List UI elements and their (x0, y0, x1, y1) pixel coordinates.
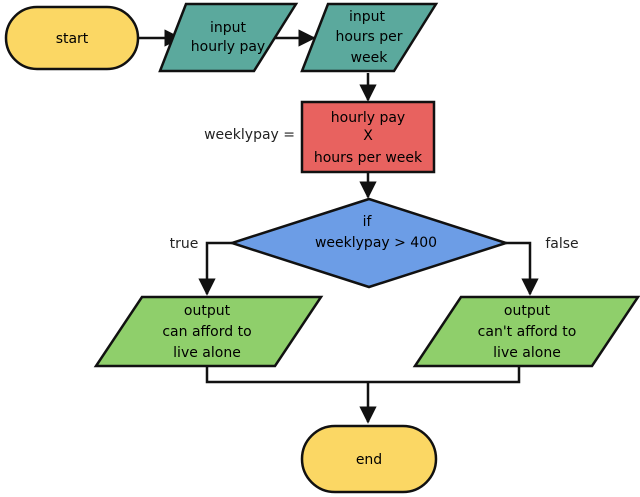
process-line-2: X (363, 128, 373, 144)
output-false-line-1: output (504, 303, 551, 319)
input-hourly-pay-shape (158, 2, 299, 73)
end-node: end (300, 424, 438, 494)
process-node: weeklypay = hourly pay X hours per week (204, 100, 436, 174)
input-hours-node: input hours per week (300, 2, 439, 73)
input-hours-line-1: input (349, 9, 386, 25)
output-true-shape (93, 295, 324, 368)
process-assign-label: weeklypay = (204, 127, 295, 143)
output-false-line-3: live alone (493, 345, 561, 361)
decision-node: if weeklypay > 400 (227, 197, 511, 289)
edge-decision-true (198, 241, 232, 296)
start-node: start (4, 5, 140, 71)
output-false-line-2: can't afford to (478, 324, 577, 340)
start-label: start (56, 31, 89, 47)
input-hours-line-3: week (351, 50, 389, 66)
process-line-3: hours per week (314, 150, 423, 166)
decision-line-1: if (363, 214, 373, 230)
process-shape (300, 100, 436, 174)
input-hourly-pay-line-2: hourly pay (191, 39, 265, 55)
input-hours-shape (300, 2, 439, 73)
process-line-1: hourly pay (331, 110, 405, 126)
output-true-node: output can afford to live alone (93, 295, 324, 368)
output-true-line-1: output (184, 303, 231, 319)
output-false-shape (412, 295, 640, 368)
input-hours-line-2: hours per (335, 29, 402, 45)
output-true-line-2: can afford to (162, 324, 251, 340)
edge-output-true-merge (205, 366, 368, 384)
output-true-line-3: live alone (173, 345, 241, 361)
output-false-node: output can't afford to live alone (412, 295, 640, 368)
input-hourly-pay-line-1: input (210, 20, 247, 36)
false-branch-label: false (545, 236, 578, 252)
start-terminal-shape (4, 5, 140, 71)
true-branch-label: true (170, 236, 199, 252)
edge-output-false-merge (368, 366, 521, 384)
end-label: end (356, 452, 382, 468)
decision-line-2: weeklypay > 400 (315, 235, 437, 251)
connectors (138, 29, 539, 424)
decision-shape (227, 197, 511, 289)
input-hourly-pay-node: input hourly pay (158, 2, 299, 73)
end-terminal-shape (300, 424, 438, 494)
edge-decision-false (506, 241, 539, 296)
